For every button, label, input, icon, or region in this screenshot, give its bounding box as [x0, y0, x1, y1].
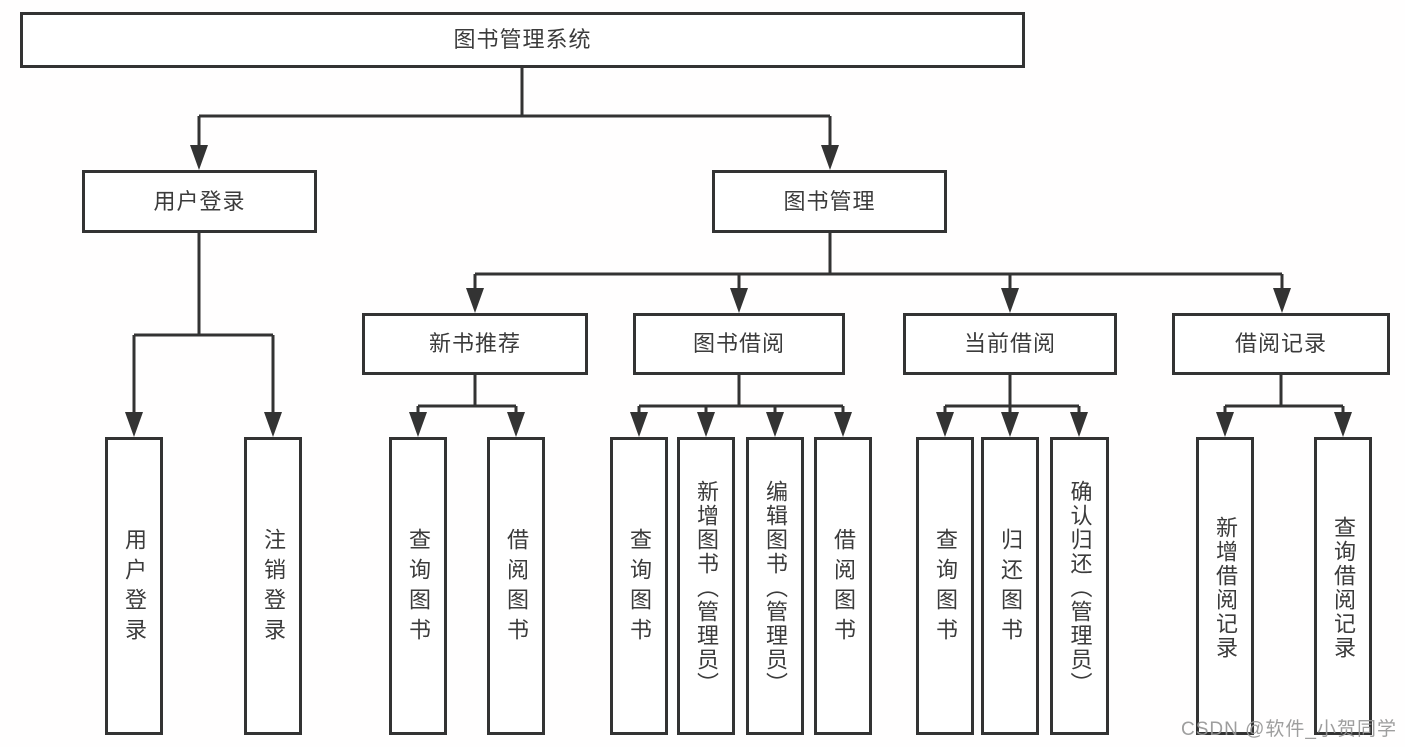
leaf-borrow-books-recommend: 借阅图书	[487, 437, 545, 735]
leaf-query-books-current: 查询图书	[916, 437, 974, 735]
leaf-query-books-borrow: 查询图书	[610, 437, 668, 735]
node-book-management: 图书管理	[712, 170, 947, 233]
leaf-query-books-recommend: 查询图书	[389, 437, 447, 735]
node-current-borrow: 当前借阅	[903, 313, 1117, 375]
leaf-add-borrow-record: 新增借阅记录	[1196, 437, 1254, 735]
node-borrow-records: 借阅记录	[1172, 313, 1390, 375]
node-book-borrow: 图书借阅	[633, 313, 845, 375]
node-root: 图书管理系统	[20, 12, 1025, 68]
leaf-query-borrow-record: 查询借阅记录	[1314, 437, 1372, 735]
leaf-logout: 注销登录	[244, 437, 302, 735]
arrowheads	[125, 145, 1352, 437]
leaf-add-book-admin: 新增图书（管理员）	[677, 437, 735, 735]
node-new-book-recommend: 新书推荐	[362, 313, 588, 375]
node-user-login: 用户登录	[82, 170, 317, 233]
leaf-confirm-return-admin: 确认归还（管理员）	[1050, 437, 1109, 735]
leaf-user-login: 用户登录	[105, 437, 163, 735]
leaf-borrow-books-borrow: 借阅图书	[814, 437, 872, 735]
leaf-return-book: 归还图书	[981, 437, 1039, 735]
csdn-watermark: CSDN @软件_小贺同学	[1181, 719, 1397, 740]
leaf-edit-book-admin: 编辑图书（管理员）	[746, 437, 804, 735]
